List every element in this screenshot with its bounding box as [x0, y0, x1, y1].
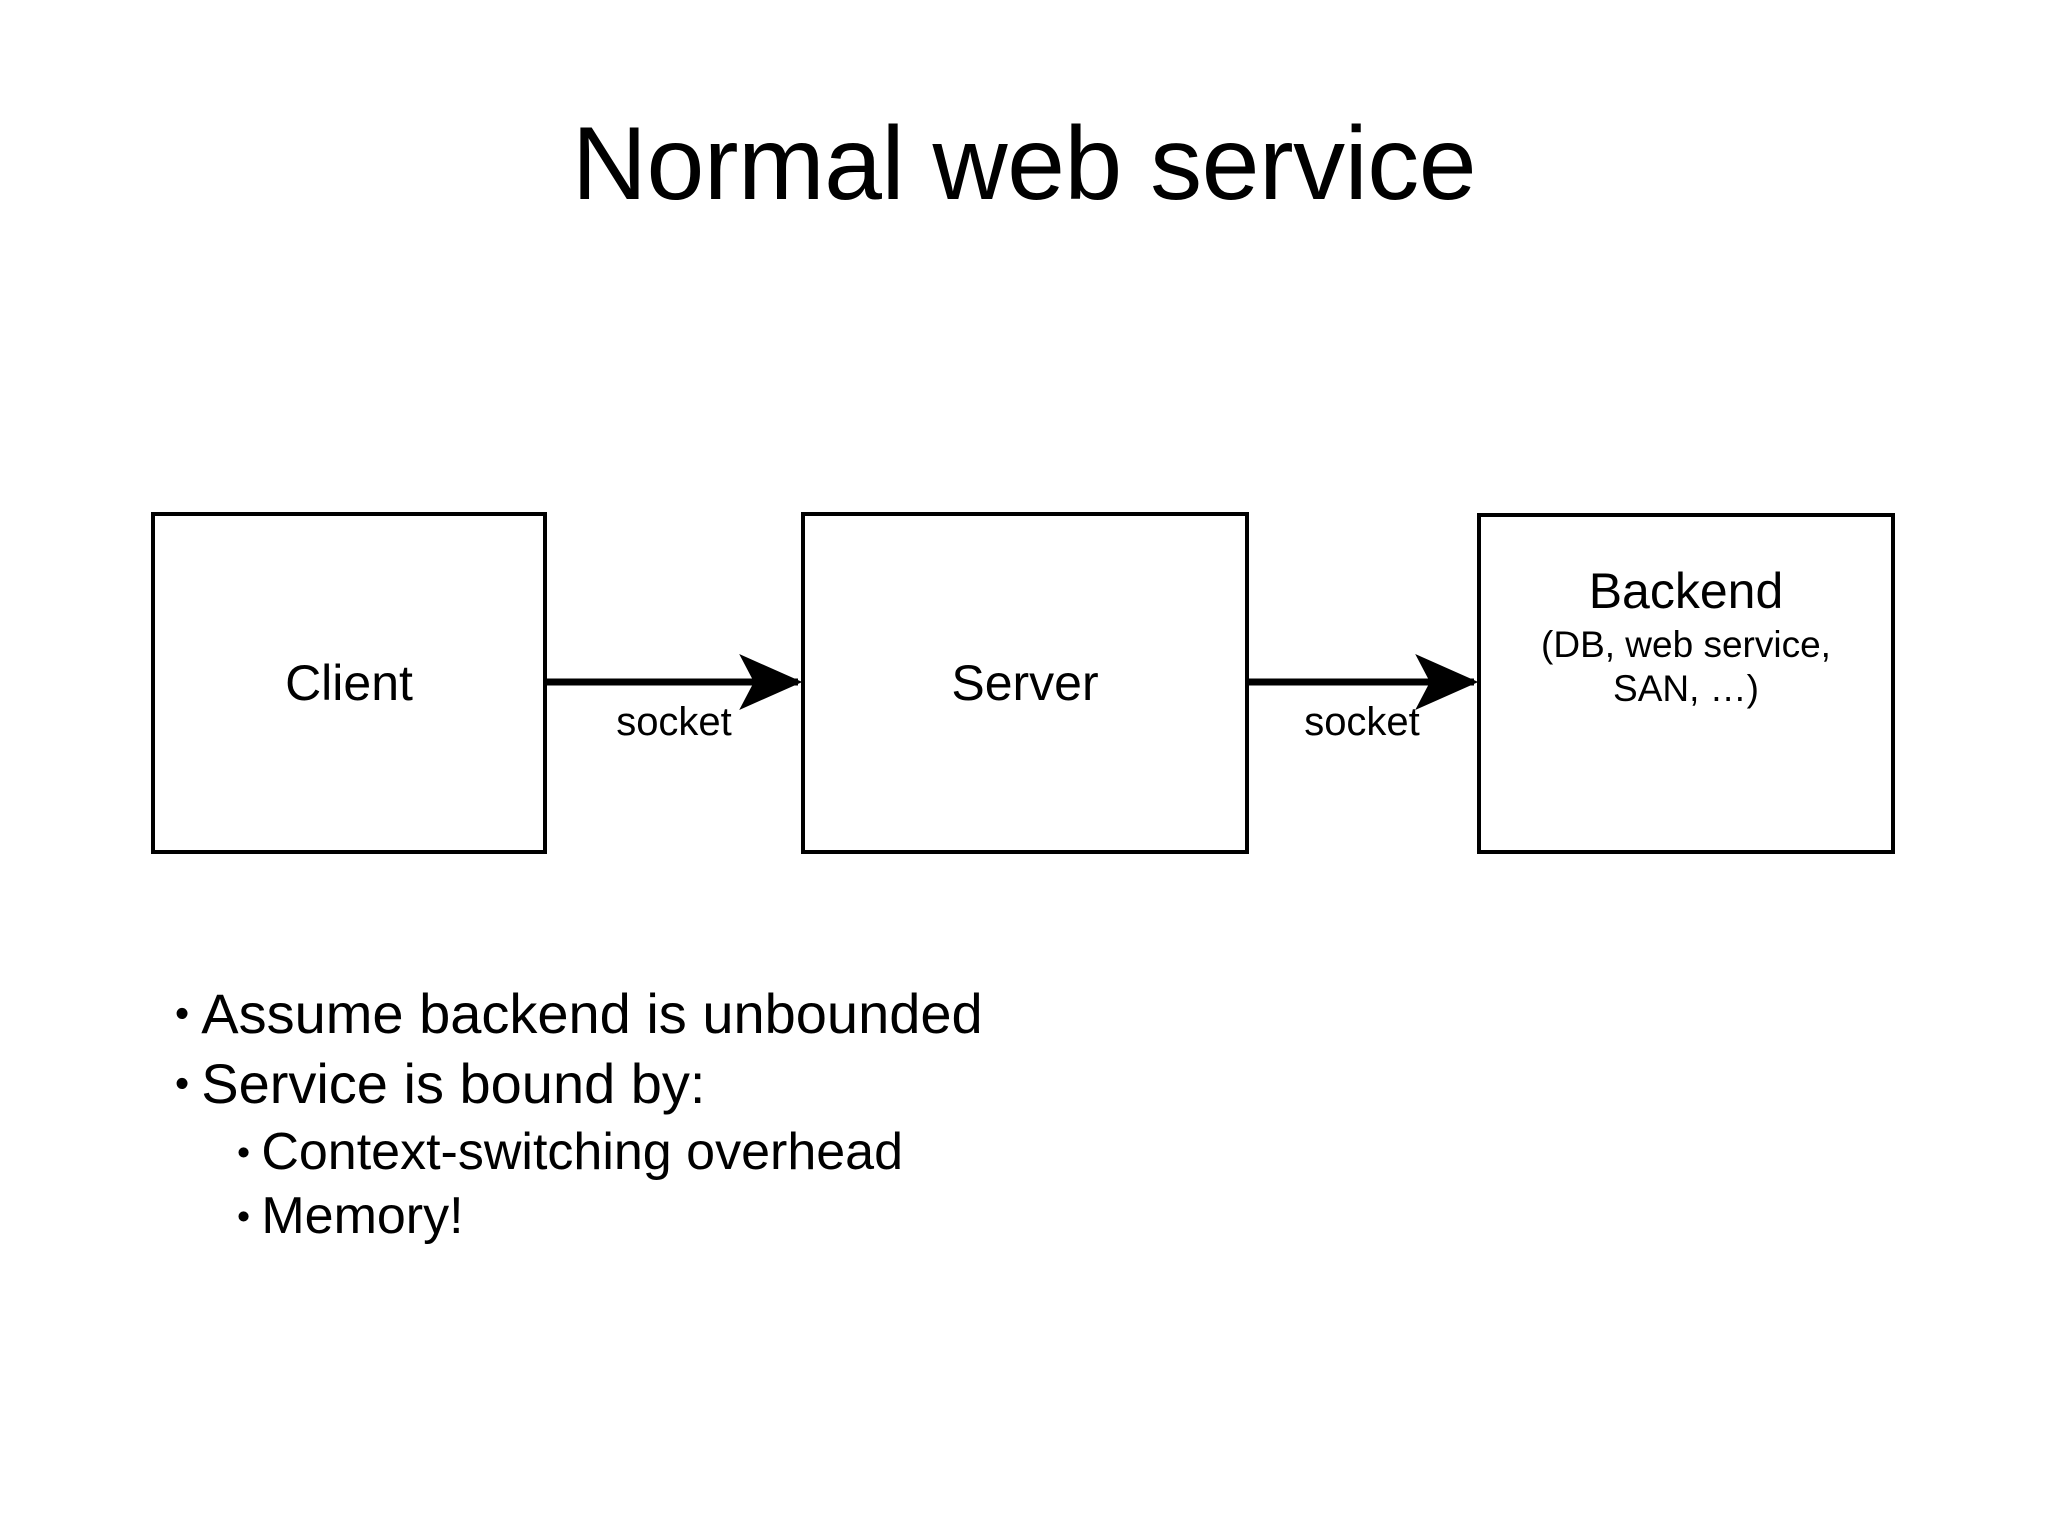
- list-item-label: Context-switching overhead: [261, 1122, 903, 1181]
- edge-label-server-to-backend: socket: [1304, 700, 1420, 744]
- list-item: • Context-switching overhead: [175, 1123, 1875, 1183]
- diagram-node-client-label: Client: [285, 655, 413, 711]
- bullet-point-icon: •: [237, 1194, 251, 1237]
- diagram-node-server[interactable]: Server: [801, 512, 1249, 854]
- bullet-list: • Assume backend is unbounded • Service …: [175, 982, 1875, 1250]
- list-item: • Assume backend is unbounded: [175, 982, 1875, 1046]
- bullet-point-icon: •: [237, 1130, 251, 1173]
- diagram-node-backend-subline-2: SAN, …): [1613, 668, 1759, 710]
- bullet-point-icon: •: [175, 1060, 190, 1107]
- diagram-node-backend-subline-1: (DB, web service,: [1541, 624, 1831, 665]
- page-title: Normal web service: [571, 106, 1477, 222]
- diagram-node-server-label: Server: [951, 655, 1099, 711]
- list-item-label: Memory!: [261, 1186, 464, 1245]
- diagram-node-client[interactable]: Client: [151, 512, 547, 854]
- list-item: • Memory!: [175, 1187, 1875, 1247]
- list-item-label: Assume backend is unbounded: [201, 982, 983, 1045]
- list-item: • Service is bound by:: [175, 1052, 1875, 1116]
- diagram-node-backend[interactable]: Backend (DB, web service, SAN, …): [1477, 513, 1895, 854]
- bullet-point-icon: •: [175, 990, 190, 1036]
- edge-label-client-to-server: socket: [616, 700, 732, 744]
- diagram-node-backend-label: Backend: [1588, 563, 1784, 619]
- list-item-label: Service is bound by:: [201, 1052, 706, 1116]
